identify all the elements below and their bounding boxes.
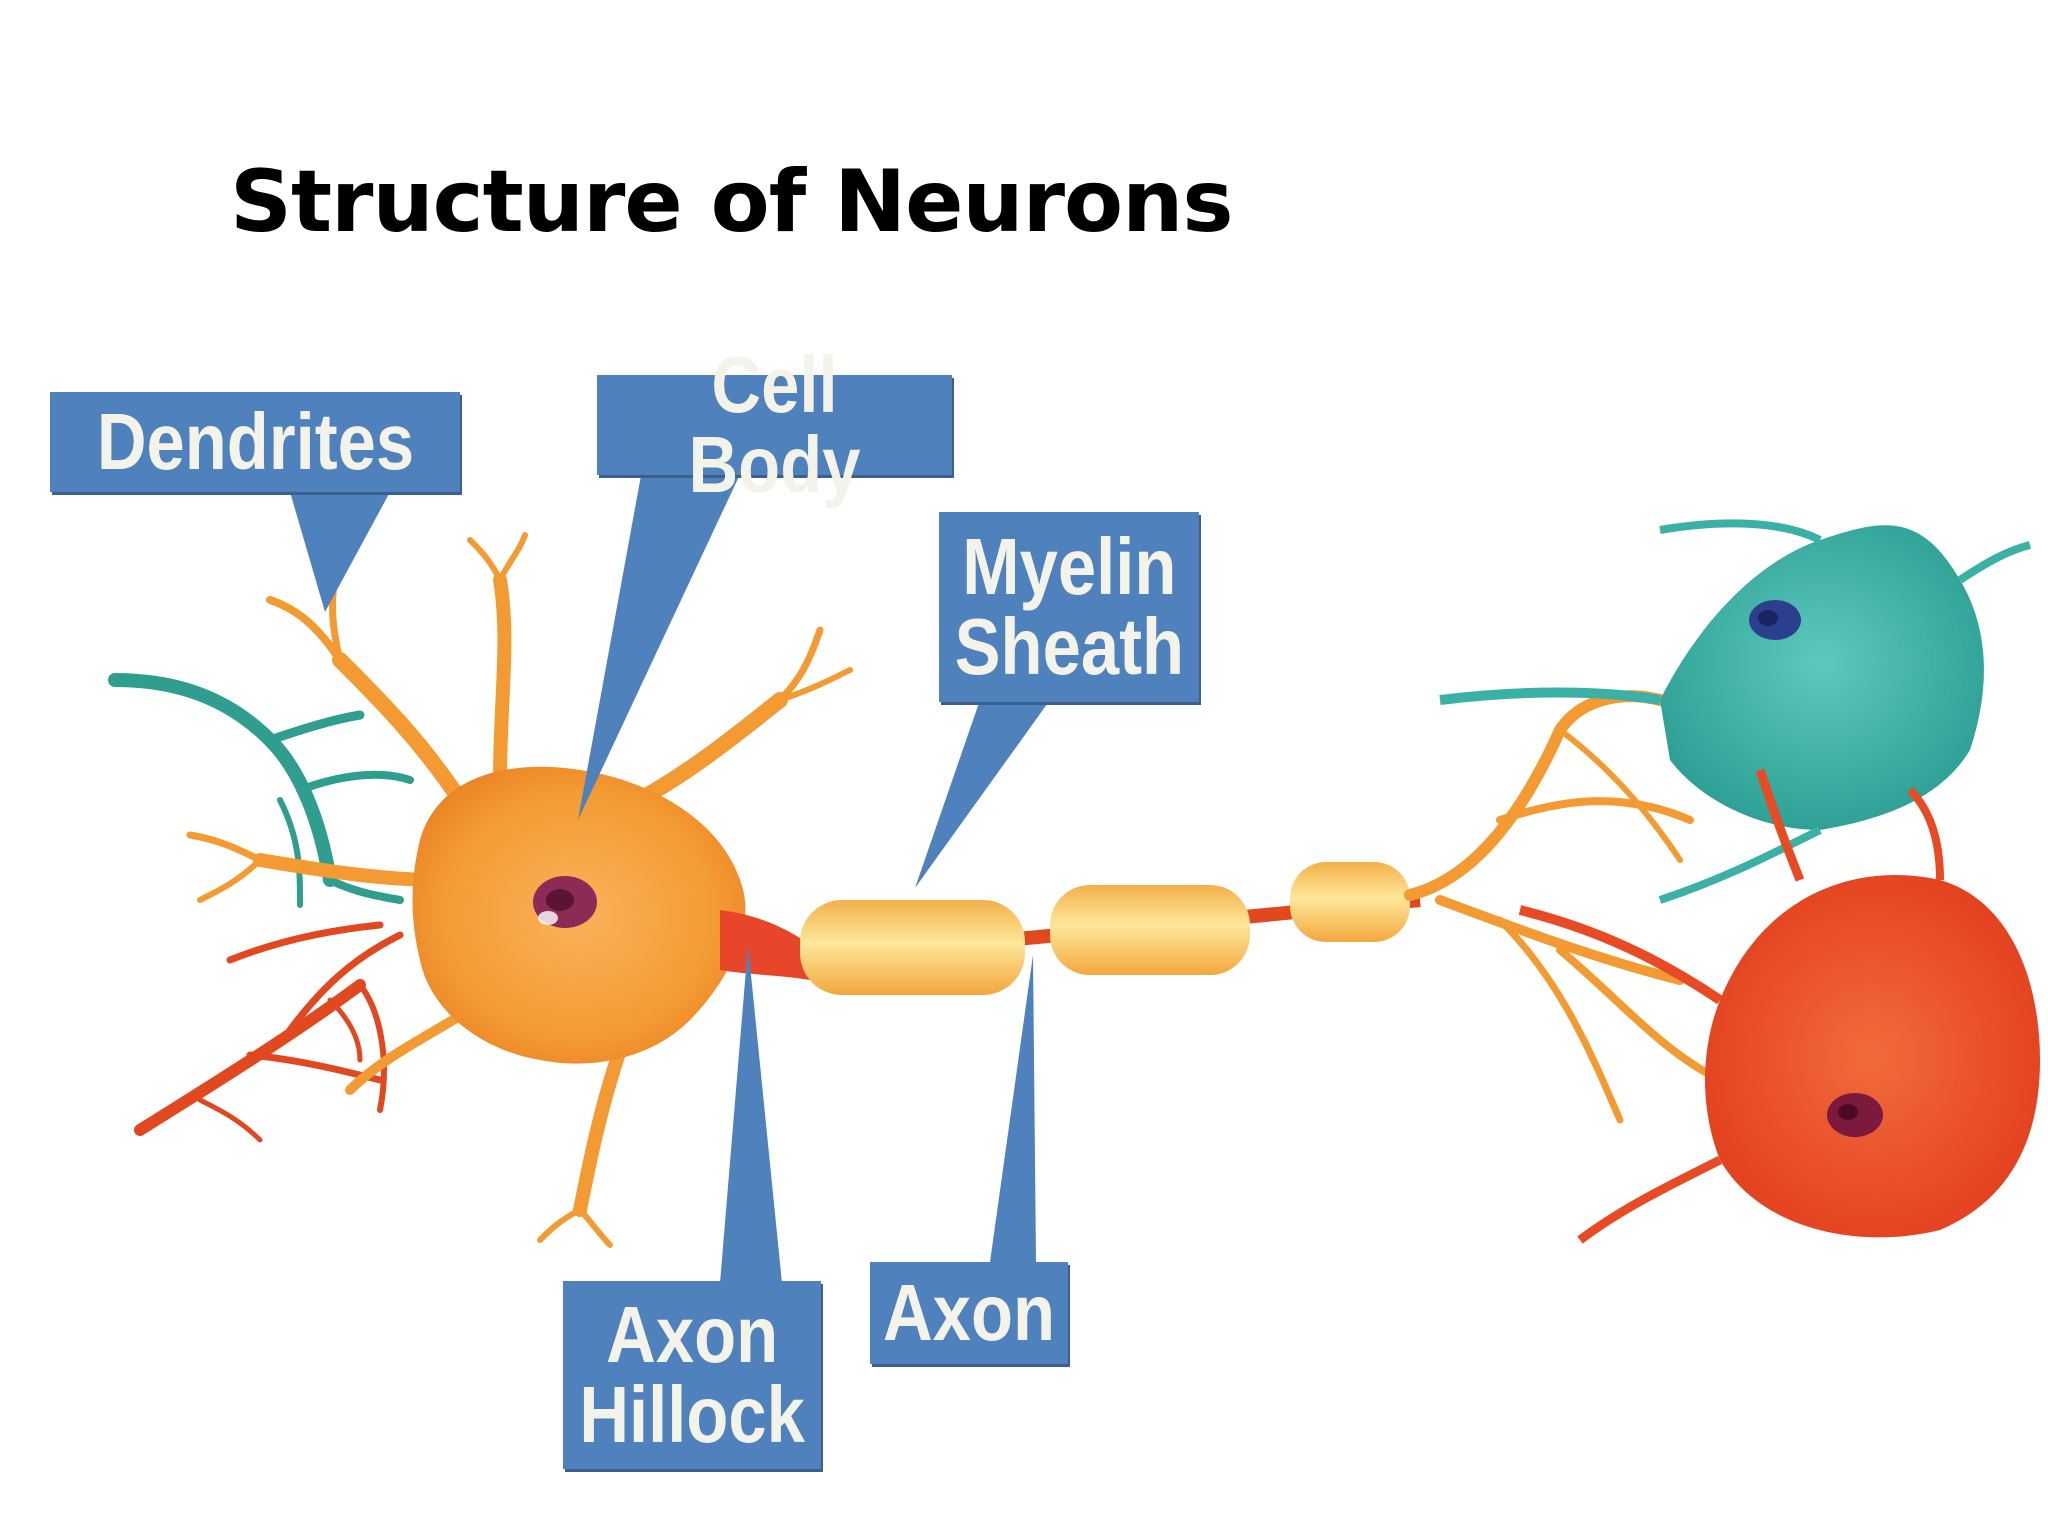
axon-hillock-label-text: Axon Hillock xyxy=(579,1290,805,1459)
myelin-sheath-label-text: Myelin Sheath xyxy=(954,522,1184,691)
axon-hillock-label: Axon Hillock xyxy=(563,1281,821,1469)
cell-body-pointer xyxy=(578,470,742,820)
callout-pointers xyxy=(290,470,1050,1283)
cell-body-soma xyxy=(412,766,746,1064)
axon-label: Axon xyxy=(870,1262,1068,1364)
teal-neuron xyxy=(1439,519,2032,904)
dendrites-pointer xyxy=(290,492,390,612)
red-dendrites xyxy=(134,921,404,1143)
dendrites-label-text: Dendrites xyxy=(96,397,414,486)
page-title: Structure of Neurons xyxy=(230,152,1234,252)
teal-dendrite xyxy=(108,673,414,908)
axon-pointer xyxy=(990,955,1036,1262)
myelin-segments xyxy=(800,862,1410,995)
dendrites-label: Dendrites xyxy=(50,392,460,492)
axon-hillock-shape xyxy=(720,910,810,980)
cell-body-label-text: Cell Body xyxy=(688,340,861,509)
myelin-sheath-label: Myelin Sheath xyxy=(939,512,1199,702)
myelin-sheath-pointer xyxy=(915,700,1050,888)
red-neuron xyxy=(1518,768,2040,1244)
cell-body-label: Cell Body xyxy=(597,345,952,505)
orange-dendrites xyxy=(186,532,853,1248)
axon-hillock-pointer xyxy=(720,945,782,1283)
axon-label-text: Axon xyxy=(883,1268,1055,1357)
